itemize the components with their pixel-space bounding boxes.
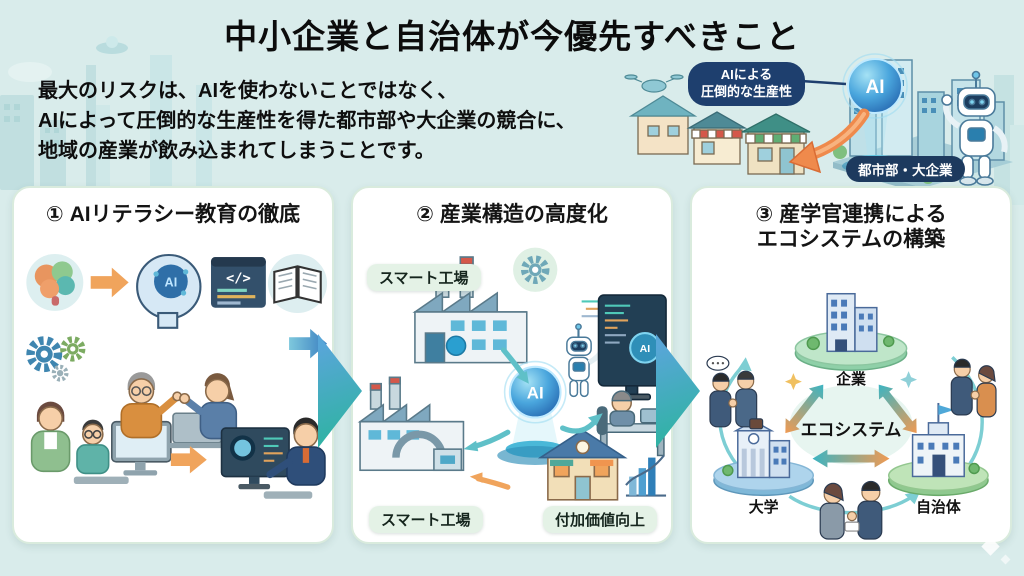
handshake-people xyxy=(706,355,764,430)
badge-line: AIによる xyxy=(720,67,773,82)
city-label: 都市部・大企業 xyxy=(846,156,965,182)
badge-line: 圧倒的な生産性 xyxy=(701,83,793,99)
handshake-people xyxy=(950,358,997,418)
ai-orb-label: AI xyxy=(527,383,544,402)
training-scene xyxy=(30,372,326,499)
book-icon xyxy=(267,253,328,314)
intro-text: 最大のリスクは、AIを使わないことではなく、 AIによって圧倒的な生産性を得た都… xyxy=(38,76,638,166)
robot-icon xyxy=(566,323,606,398)
ecosystem-label: エコシステム xyxy=(801,421,902,440)
cycle-arrows xyxy=(463,347,603,452)
smart-factory-label: スマート工場 xyxy=(367,264,481,291)
screen-ai-label: AI xyxy=(640,343,651,355)
panel-body: 企業 エコシステム 大学 自治体 xyxy=(692,254,1010,542)
competition-arrow-icon xyxy=(788,108,870,174)
value-add-label: 付加価値向上 xyxy=(542,506,657,533)
panel-number: ② xyxy=(416,203,434,226)
smart-factory-label: スマート工場 xyxy=(369,506,483,533)
page-title: 中小企業と自治体が今優先すべきこと xyxy=(224,18,800,55)
arrow-icon xyxy=(90,267,129,298)
ai-head-label: AI xyxy=(165,276,178,290)
sparkle-decoration xyxy=(1000,554,1011,565)
node-label-company: 企業 xyxy=(835,370,866,388)
ai-head-icon: AI xyxy=(136,253,202,329)
small-shops-illustration xyxy=(628,95,811,175)
sparkle-icon xyxy=(784,371,918,391)
drone-icon xyxy=(624,74,684,93)
handshake-people xyxy=(819,480,883,540)
intro-line: AIによって圧倒的な生産性を得た都市部や大企業の競合に、 xyxy=(38,110,576,132)
ai-screen: AI xyxy=(597,294,667,401)
ai-orb-label: AI xyxy=(866,77,885,98)
gear-icon xyxy=(513,247,558,292)
company-building xyxy=(794,292,908,371)
productivity-badge: AIによる 圧倒的な生産性 xyxy=(688,62,806,106)
panel-number: ① xyxy=(45,203,64,226)
hero-illustration: AI xyxy=(618,40,1020,188)
government-building xyxy=(887,402,989,497)
shop-icon xyxy=(537,429,628,501)
code-glyph: </> xyxy=(226,270,251,286)
bar-chart-icon xyxy=(625,454,667,497)
intro-line: 地域の産業が飲み込まれてしまうことです。 xyxy=(38,140,435,162)
panel-number: ③ xyxy=(755,203,774,226)
node-label-government: 自治体 xyxy=(916,498,961,516)
flow-arrow-icon xyxy=(289,328,328,359)
code-window-icon: </> xyxy=(210,257,266,308)
gear-icon xyxy=(26,336,86,382)
factory-icon-automated xyxy=(357,376,465,472)
orange-arrow xyxy=(469,472,511,490)
robot-icon xyxy=(941,70,1008,186)
node-label-university: 大学 xyxy=(749,498,779,516)
brain-icon xyxy=(26,253,84,311)
panel-body: AI </> xyxy=(14,236,332,542)
intro-line: 最大のリスクは、AIを使わないことではなく、 xyxy=(38,80,458,102)
